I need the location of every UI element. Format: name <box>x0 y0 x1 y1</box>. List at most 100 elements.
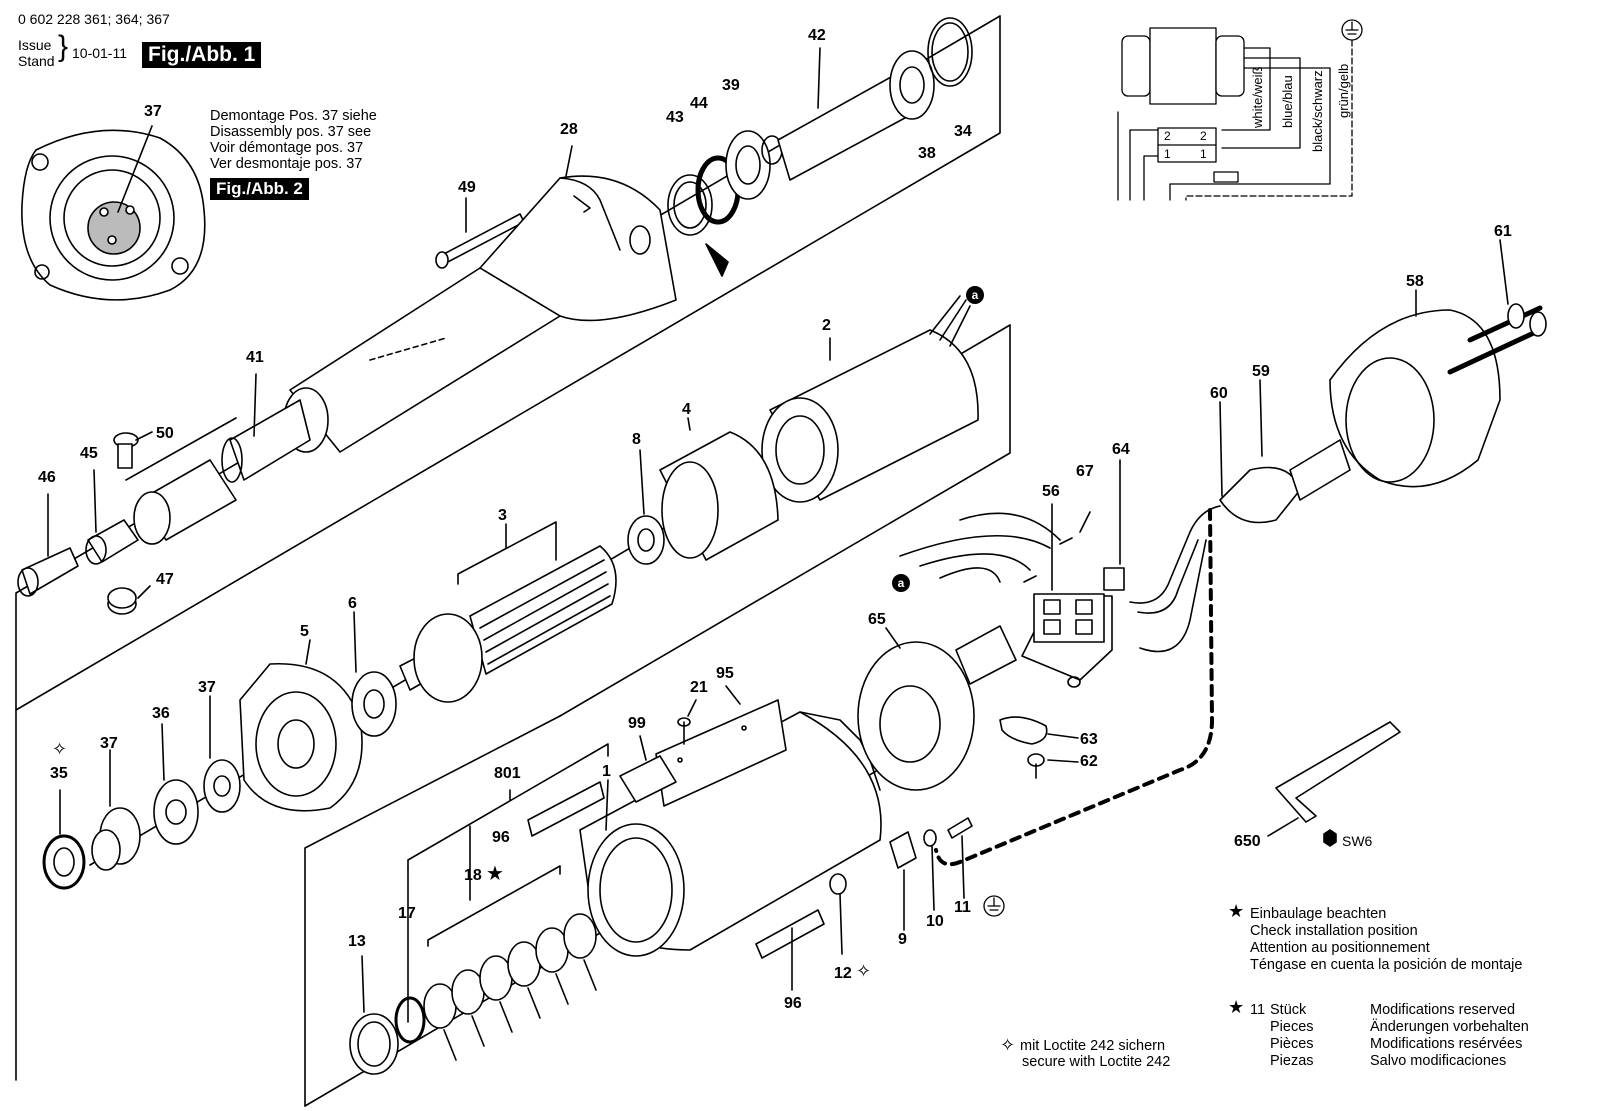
label-45: 45 <box>80 445 98 462</box>
modifications-line-2: Änderungen vorbehalten <box>1370 1019 1529 1035</box>
loctite-star-icon-12: ✧ <box>856 961 872 981</box>
wire-label-black: black/schwarz <box>1310 70 1325 152</box>
part-67-contacts <box>1023 511 1091 583</box>
wiring-schematic <box>1117 19 1363 201</box>
part-96-label-lower <box>755 909 825 991</box>
part-34-retaining-ring <box>927 17 973 87</box>
part-9-terminal <box>889 831 917 931</box>
install-note-line-4: Téngase en cuenta la posición de montaje <box>1250 957 1523 973</box>
part-65-brush-plate <box>857 625 1017 791</box>
part-37-driver <box>203 695 241 813</box>
part-47-ring <box>107 585 151 615</box>
part-39-bearing <box>705 130 783 277</box>
part-99-label <box>619 735 677 803</box>
label-64: 64 <box>1112 441 1130 458</box>
connector-a-mid: a <box>892 574 910 592</box>
label-56: 56 <box>1042 483 1060 500</box>
inset-note-line-1: Demontage Pos. 37 siehe <box>210 108 377 124</box>
label-13: 13 <box>348 933 366 950</box>
inset-end-cover <box>21 125 206 301</box>
part-64-clip <box>1103 459 1125 591</box>
label-11: 11 <box>954 899 971 916</box>
ground-symbol-11 <box>983 895 1005 917</box>
loctite-star-icon: ✧ <box>1000 1035 1016 1055</box>
part-10-washer <box>923 829 937 911</box>
wire-label-blue: blue/blau <box>1280 75 1295 128</box>
part-4-ring <box>659 417 779 561</box>
modifications-line-1: Modifications reserved <box>1370 1002 1516 1018</box>
part-41-spindle-tube <box>221 267 561 483</box>
part-58-handle-cap <box>1329 289 1501 488</box>
label-37-lower: 37 <box>100 735 118 752</box>
wire-label-green-yellow: grün/gelb <box>1336 63 1351 118</box>
install-star-icon-18: ★ <box>486 863 504 885</box>
part-38-bearing <box>889 50 935 120</box>
part-1-motor-housing <box>579 711 882 957</box>
part-leads-a <box>899 512 1061 583</box>
label-61: 61 <box>1494 223 1512 240</box>
part-801-brush-set <box>407 743 609 1023</box>
sw6-hex-icon <box>1323 829 1337 847</box>
label-12: 12 <box>834 965 852 982</box>
label-47: 47 <box>156 571 174 588</box>
loctite-note-line-1: mit Loctite 242 sichern <box>1020 1038 1166 1054</box>
part-21-pin <box>677 699 697 745</box>
part-61-screws <box>1447 239 1547 375</box>
label-8: 8 <box>632 431 641 448</box>
label-801: 801 <box>494 765 521 782</box>
part-62-screw <box>1027 753 1079 779</box>
inset-note-line-2: Disassembly pos. 37 see <box>210 124 372 140</box>
label-35: 35 <box>50 765 68 782</box>
group-frame-top <box>15 15 1011 1107</box>
label-96-lower: 96 <box>784 995 802 1012</box>
issue-date: 10-01-11 <box>72 45 128 61</box>
label-46: 46 <box>38 469 56 486</box>
terminal-right-1: 1 <box>1200 147 1207 161</box>
label-38: 38 <box>918 145 936 162</box>
part-50-screw <box>113 431 153 469</box>
label-1: 1 <box>602 763 611 780</box>
label-50: 50 <box>156 425 174 442</box>
part-60-cable <box>934 401 1223 867</box>
part-18-brush-rings <box>423 913 597 1061</box>
count-word-en: Pieces <box>1270 1019 1314 1035</box>
part-63-strain-relief <box>999 716 1079 745</box>
label-4: 4 <box>682 401 691 418</box>
label-67: 67 <box>1076 463 1094 480</box>
part-28-gear-housing <box>479 145 677 322</box>
part-37-collar <box>91 749 141 871</box>
modifications-line-3: Modifications resérvées <box>1370 1036 1523 1052</box>
label-28: 28 <box>560 121 578 138</box>
inset-note-line-4: Ver desmontaje pos. 37 <box>210 156 363 172</box>
label-650: 650 <box>1234 833 1261 850</box>
label-3: 3 <box>498 507 507 524</box>
label-10: 10 <box>926 913 944 930</box>
label-18: 18 <box>464 867 482 884</box>
install-note-line-2: Check installation position <box>1250 923 1418 939</box>
part-96-label-upper <box>527 781 605 837</box>
label-34: 34 <box>954 123 972 140</box>
count-star-icon: ★ <box>1228 997 1245 1017</box>
install-star-icon: ★ <box>1228 901 1245 921</box>
label-62: 62 <box>1080 753 1098 770</box>
part-59-grommet <box>1219 379 1351 524</box>
label-39: 39 <box>722 77 740 94</box>
part-36-flange <box>153 723 199 845</box>
count-word-es: Piezas <box>1270 1053 1314 1069</box>
fig-1-badge: Fig./Abb. 1 <box>142 42 262 69</box>
label-44: 44 <box>690 95 708 112</box>
part-collet-sleeve <box>125 417 237 545</box>
part-numbers: 0 602 228 361; 364; 367 <box>18 11 170 27</box>
label-2: 2 <box>822 317 831 334</box>
part-12-screw <box>829 873 847 955</box>
terminal-right-2: 2 <box>1200 129 1207 143</box>
label-43: 43 <box>666 109 684 126</box>
part-17-o-ring <box>394 996 426 1044</box>
part-56-switch <box>1021 503 1113 688</box>
label-95: 95 <box>716 665 734 682</box>
label-17: 17 <box>398 905 416 922</box>
label-6: 6 <box>348 595 357 612</box>
terminal-left-2: 2 <box>1164 129 1171 143</box>
label-42: 42 <box>808 27 826 44</box>
